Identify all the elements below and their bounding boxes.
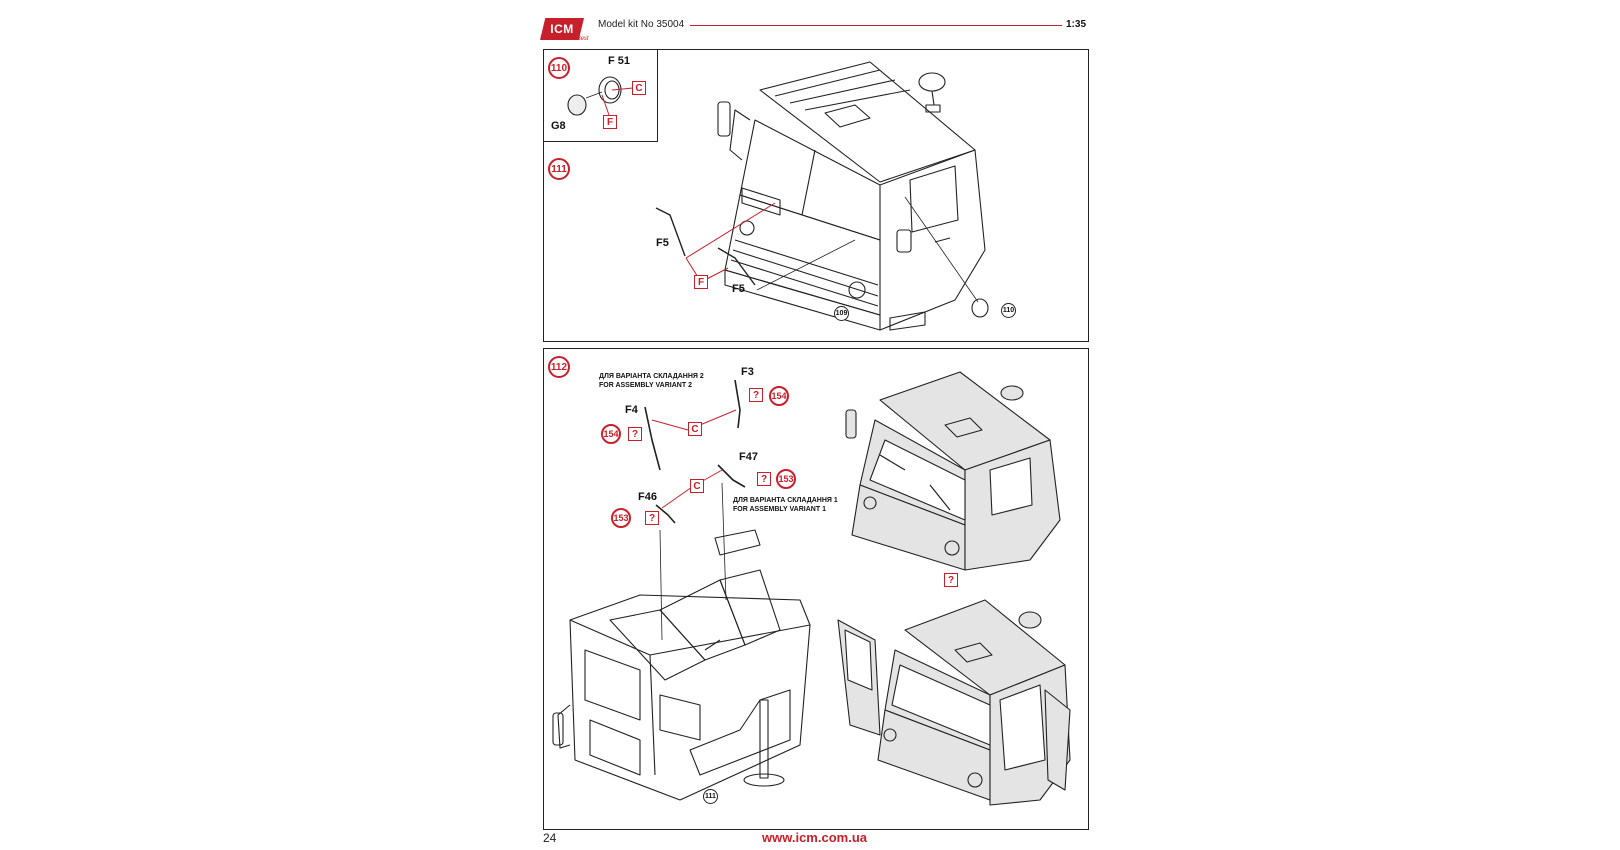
cab-variant-1-drawing bbox=[845, 371, 1061, 571]
unknown-part-box-2: ? bbox=[628, 427, 642, 441]
variant-2-ua: ДЛЯ ВАРІАНТА СКЛАДАННЯ 2 bbox=[599, 373, 704, 380]
icm-logo: ICM bbox=[540, 18, 584, 40]
glue-box-c-mid: C bbox=[690, 479, 704, 493]
ref-step-110: 110 bbox=[1001, 303, 1016, 318]
step-number-111: 111 bbox=[548, 158, 570, 180]
unknown-part-box-4: ? bbox=[645, 511, 659, 525]
glue-box-c-top: C bbox=[688, 422, 702, 436]
step-number-110: 110 bbox=[548, 57, 570, 79]
cab-interior-drawing bbox=[552, 529, 811, 801]
unknown-part-box-5: ? bbox=[944, 573, 958, 587]
brand-tagline: Tribute to the Best bbox=[540, 36, 589, 42]
kit-scale: 1:35 bbox=[1066, 19, 1087, 30]
cab-open-doors-drawing bbox=[837, 599, 1071, 806]
glue-box-f: F bbox=[603, 115, 617, 129]
part-label-f5-left: F5 bbox=[656, 237, 669, 249]
part-label-f3: F3 bbox=[741, 366, 754, 378]
page-number: 24 bbox=[543, 831, 557, 845]
ref-step-153-left: 153 bbox=[611, 508, 631, 528]
step-number-112: 112 bbox=[548, 356, 570, 378]
ref-step-154-left: 154 bbox=[601, 424, 621, 444]
variant-2-note: ДЛЯ ВАРІАНТА СКЛАДАННЯ 2 FOR ASSEMBLY VA… bbox=[599, 372, 704, 390]
variant-1-en: FOR ASSEMBLY VARIANT 1 bbox=[733, 506, 826, 513]
unknown-part-box-3: ? bbox=[757, 472, 771, 486]
part-label-g8: G8 bbox=[551, 120, 566, 132]
glue-box-c: C bbox=[632, 81, 646, 95]
headlight-parts-drawing bbox=[567, 76, 622, 116]
ref-step-109: 109 bbox=[834, 306, 849, 321]
part-label-f47: F47 bbox=[739, 451, 758, 463]
part-label-f46: F46 bbox=[638, 491, 657, 503]
variant-2-en: FOR ASSEMBLY VARIANT 2 bbox=[599, 382, 692, 389]
kit-label: Model kit No 35004 bbox=[598, 19, 685, 30]
part-label-f51: F 51 bbox=[608, 55, 631, 67]
variant-1-ua: ДЛЯ ВАРІАНТА СКЛАДАННЯ 1 bbox=[733, 497, 838, 504]
website-link[interactable]: www.icm.com.ua bbox=[762, 830, 867, 845]
ref-step-154-right: 154 bbox=[769, 386, 789, 406]
cab-drawing-step-111 bbox=[717, 61, 986, 331]
header-divider bbox=[690, 25, 1062, 26]
ref-step-153-right: 153 bbox=[776, 469, 796, 489]
part-label-f4: F4 bbox=[625, 404, 638, 416]
glue-box-f-111: F bbox=[694, 275, 708, 289]
unknown-part-box-1: ? bbox=[749, 388, 763, 402]
variant-1-note: ДЛЯ ВАРІАНТА СКЛАДАННЯ 1 FOR ASSEMBLY VA… bbox=[733, 496, 838, 514]
ref-step-111: 111 bbox=[703, 789, 718, 804]
part-label-f5-right: F5 bbox=[732, 283, 745, 295]
